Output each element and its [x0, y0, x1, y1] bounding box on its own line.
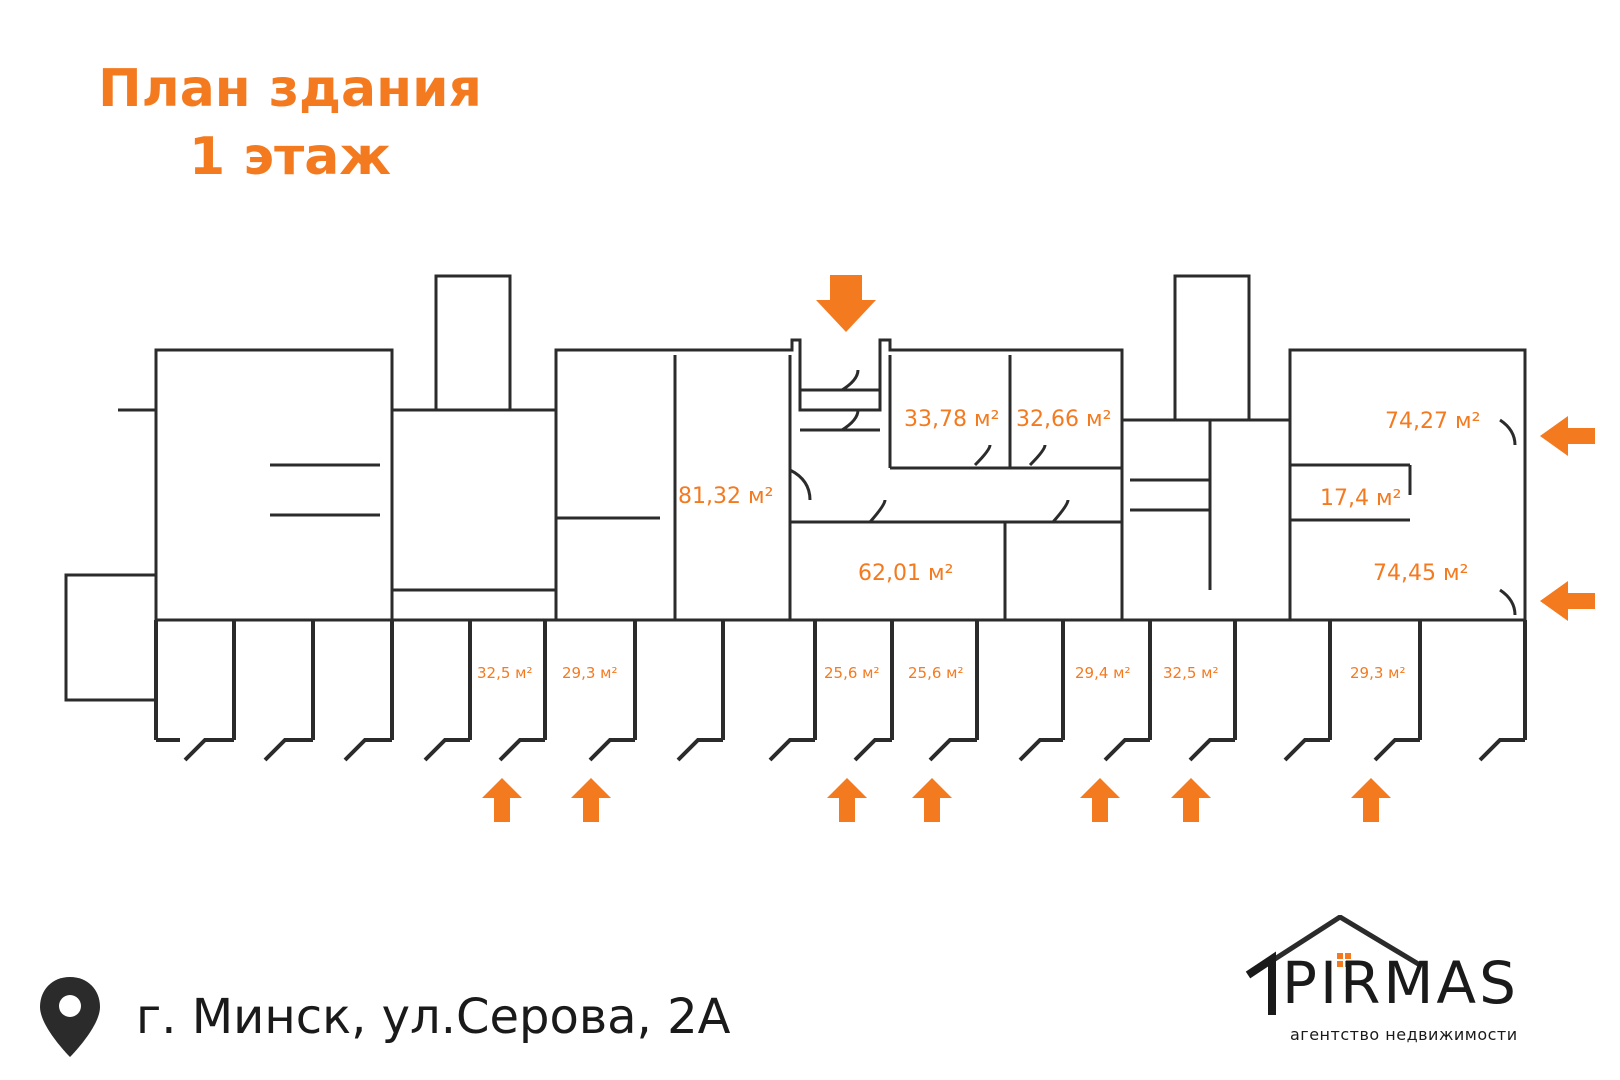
area-label: 25,6 м²	[908, 664, 964, 682]
arrow-up-icon	[1080, 778, 1120, 822]
arrow-up-icon	[1171, 778, 1211, 822]
area-label: 32,5 м²	[477, 664, 533, 682]
address: г. Минск, ул.Серова, 2А	[38, 975, 730, 1059]
area-label: 74,45 м²	[1373, 561, 1468, 586]
title-line-1: План здания	[98, 59, 482, 119]
area-label: 29,4 м²	[1075, 664, 1131, 682]
address-text: г. Минск, ул.Серова, 2А	[136, 989, 731, 1045]
area-label: 32,66 м²	[1016, 407, 1111, 432]
company-logo: IPIRMAS агентство недвижимости	[1240, 915, 1600, 1055]
area-label: 81,32 м²	[678, 484, 773, 509]
arrow-up-icon	[571, 778, 611, 822]
title-line-2: 1 этаж	[188, 127, 392, 187]
arrow-left-icon	[1540, 416, 1595, 456]
area-label: 74,27 м²	[1385, 409, 1480, 434]
arrow-up-icon	[827, 778, 867, 822]
area-label: 25,6 м²	[824, 664, 880, 682]
entrance-arrows	[482, 275, 1595, 822]
storefront-units	[154, 620, 1527, 762]
plan-walls	[64, 274, 1527, 702]
location-pin-icon	[40, 977, 100, 1057]
area-label: 62,01 м²	[858, 561, 953, 586]
area-label: 29,3 м²	[562, 664, 618, 682]
arrow-up-icon	[912, 778, 952, 822]
arrow-down-icon	[816, 275, 876, 332]
area-label: 17,4 м²	[1320, 486, 1401, 511]
house-roof-icon	[1245, 915, 1422, 1015]
arrow-up-icon	[1351, 778, 1391, 822]
area-labels: 33,78 м² 32,66 м² 74,27 м² 81,32 м² 17,4…	[477, 407, 1480, 682]
area-label: 29,3 м²	[1350, 664, 1406, 682]
arrow-left-icon	[1540, 581, 1595, 621]
area-label: 32,5 м²	[1163, 664, 1219, 682]
area-label: 33,78 м²	[904, 407, 999, 432]
logo-wordmark: IPIRMAS	[1282, 949, 1519, 1017]
logo-tagline: агентство недвижимости	[1290, 1025, 1518, 1044]
arrow-up-icon	[482, 778, 522, 822]
page-title: План здания 1 этаж	[60, 55, 520, 191]
